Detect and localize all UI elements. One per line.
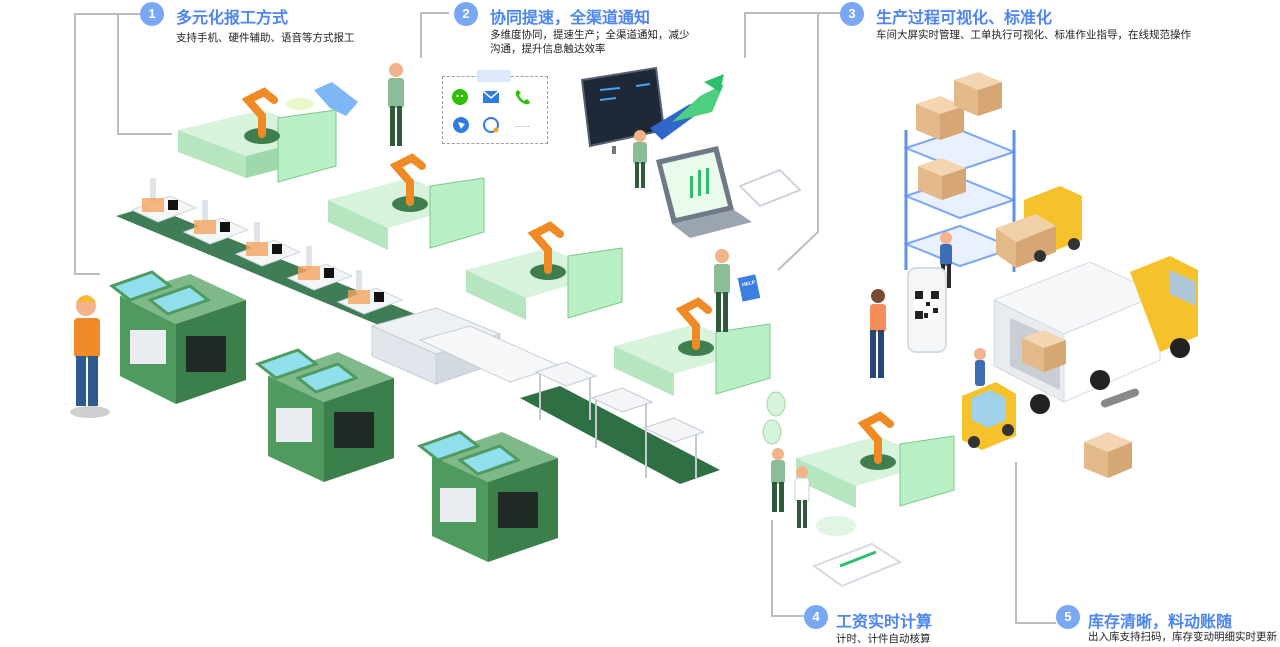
worker-orange bbox=[870, 289, 886, 378]
connector-1-a bbox=[74, 13, 140, 275]
warehouse-shelves bbox=[903, 72, 1017, 272]
connector-5 bbox=[1015, 462, 1056, 624]
notification-tag bbox=[477, 70, 511, 82]
feature-5-title: 库存清晰，料动账随 bbox=[1088, 614, 1233, 631]
notification-panel: ...... bbox=[442, 70, 548, 144]
smt-machine-2 bbox=[254, 348, 394, 482]
chat-icon bbox=[483, 117, 499, 133]
connector-3-a bbox=[744, 12, 840, 58]
feature-3-desc: 车间大屏实时管理、工单执行可视化、标准作业指导，在线规范操作 bbox=[876, 29, 1191, 41]
feature-3-title: 生产过程可视化、标准化 bbox=[876, 10, 1053, 27]
smt-machine-1 bbox=[108, 270, 246, 404]
feature-4-title: 工资实时计算 bbox=[836, 614, 933, 631]
feature-3-number: 3 bbox=[840, 2, 864, 26]
feature-1-title: 多元化报工方式 bbox=[176, 10, 289, 27]
forklift-bottom bbox=[962, 348, 1016, 450]
assembly-station-5 bbox=[336, 270, 404, 315]
worker-dashboard bbox=[633, 130, 647, 188]
phone-report bbox=[811, 516, 903, 588]
phone-icon bbox=[515, 90, 530, 105]
worker-green-1 bbox=[388, 63, 404, 146]
tunnel-oven bbox=[370, 307, 562, 385]
feature-2-desc-line-2: 沟通，提升信息触达效率 bbox=[490, 43, 606, 55]
feature-2-number: 2 bbox=[454, 2, 478, 26]
robot-station-middle-3 bbox=[614, 297, 771, 396]
dashboard-screen bbox=[580, 66, 724, 154]
feature-5-desc: 出入库支持扫码，库存变动明细实时更新 bbox=[1088, 631, 1277, 643]
coin-icons bbox=[762, 391, 786, 445]
robot-station-bottom bbox=[796, 411, 955, 508]
assembly-station-2 bbox=[182, 200, 250, 245]
cardboard-box-floor bbox=[1084, 432, 1132, 478]
worker-green-2 bbox=[714, 249, 730, 332]
robot-station-middle-2 bbox=[466, 221, 623, 320]
assembly-station-1 bbox=[130, 178, 198, 223]
feature-2-title: 协同提速，全渠道通知 bbox=[490, 10, 651, 27]
help-sign bbox=[737, 274, 761, 302]
green-belt-conveyor bbox=[520, 361, 720, 484]
assembly-conveyor bbox=[116, 178, 420, 328]
feature-1-number: 1 bbox=[140, 2, 164, 26]
robot-station-top bbox=[178, 82, 358, 183]
feature-2-desc-line-1: 多维度协同，提速生产；全渠道通知，减少 bbox=[490, 29, 690, 41]
connector-2 bbox=[420, 12, 449, 58]
bubble-icon bbox=[453, 117, 469, 133]
assembly-station-3 bbox=[234, 222, 302, 267]
worker-white bbox=[794, 466, 810, 528]
delivery-truck bbox=[992, 256, 1198, 414]
worker-safety-vest bbox=[70, 295, 110, 418]
connector-3-b bbox=[777, 12, 840, 271]
connector-1-b bbox=[117, 14, 172, 135]
mail-icon bbox=[482, 90, 500, 103]
smt-machine-3 bbox=[416, 430, 558, 562]
feature-4-desc: 计时、计件自动核算 bbox=[836, 633, 931, 645]
robot-station-middle-1 bbox=[328, 153, 485, 250]
cardboard-box-stack bbox=[916, 72, 1002, 200]
forklift-top bbox=[996, 186, 1082, 268]
connector-4 bbox=[771, 520, 804, 617]
assembly-station-4 bbox=[286, 246, 354, 291]
wechat-icon bbox=[452, 89, 468, 105]
feature-5-number: 5 bbox=[1056, 605, 1080, 629]
tablet bbox=[738, 168, 802, 208]
worker-green-3 bbox=[771, 448, 785, 512]
more-dots: ...... bbox=[515, 119, 531, 129]
laptop bbox=[656, 146, 752, 238]
feature-1-desc: 支持手机、硬件辅助、语音等方式报工 bbox=[176, 32, 355, 44]
feature-4-number: 4 bbox=[804, 605, 828, 629]
qr-code-stand bbox=[907, 267, 947, 353]
